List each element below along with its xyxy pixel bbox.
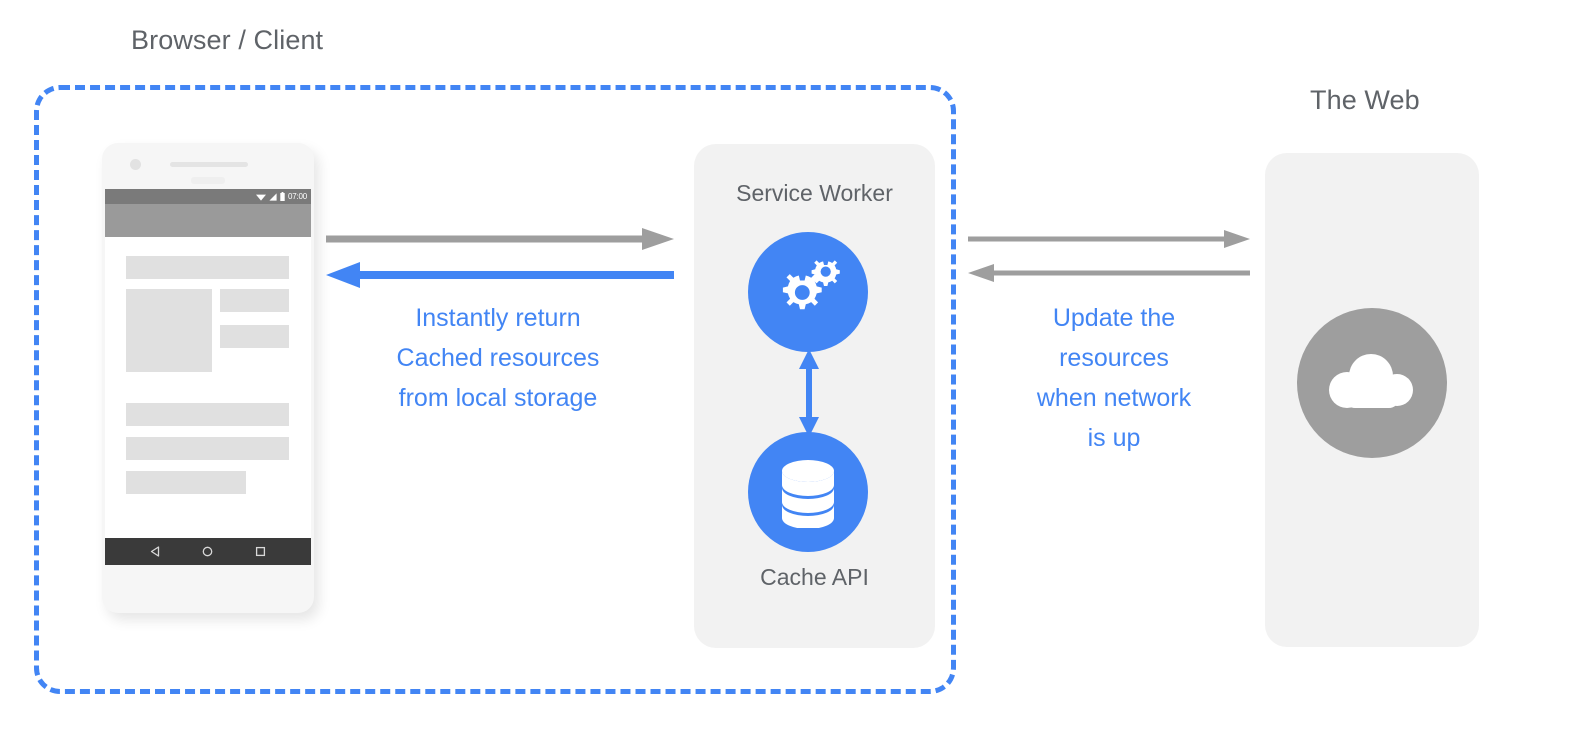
cloud-badge xyxy=(1297,308,1447,458)
browser-client-boundary xyxy=(34,85,956,694)
skeleton-bar xyxy=(220,325,289,348)
the-web-panel xyxy=(1265,153,1479,647)
signal-icon xyxy=(269,192,277,201)
phone-app-bar xyxy=(105,204,311,237)
phone-speaker-grille xyxy=(170,162,248,167)
arrow-service-worker-to-web xyxy=(968,230,1250,248)
skeleton-image-block xyxy=(126,289,212,372)
skeleton-bar xyxy=(126,403,289,426)
service-worker-label: Service Worker xyxy=(736,180,893,206)
cache-api-badge xyxy=(748,432,868,552)
phone-sensor-strip xyxy=(191,177,225,184)
cache-api-label: Cache API xyxy=(760,564,869,590)
phone-camera-icon xyxy=(130,159,141,170)
wifi-icon xyxy=(255,194,266,201)
phone-status-time: 07:00 xyxy=(287,191,307,201)
phone-status-bar: 07:00 xyxy=(105,189,311,204)
arrow-service-worker-to-client xyxy=(326,262,674,288)
home-icon[interactable] xyxy=(201,545,214,558)
caption-cached-resources: Instantly return Cached resources from l… xyxy=(396,304,600,412)
database-icon xyxy=(782,460,834,528)
skeleton-bar xyxy=(126,256,289,279)
the-web-title: The Web xyxy=(1310,85,1420,115)
service-worker-panel: Service Worker xyxy=(694,144,935,648)
arrow-web-to-service-worker xyxy=(968,264,1250,282)
skeleton-bar xyxy=(126,471,246,494)
skeleton-bar xyxy=(126,437,289,460)
browser-client-title: Browser / Client xyxy=(131,25,324,55)
phone-mockup: 07:00 xyxy=(102,143,314,613)
cloud-icon xyxy=(1329,354,1413,408)
gears-icon xyxy=(782,260,840,310)
phone-content-skeleton xyxy=(105,237,311,538)
back-icon[interactable] xyxy=(149,545,162,558)
caption-update-resources: Update the resources when network is up xyxy=(1036,304,1192,452)
service-worker-gears-badge xyxy=(748,232,868,352)
skeleton-bar xyxy=(220,289,289,312)
service-worker-cache-arrow xyxy=(799,349,819,437)
phone-navigation-bar xyxy=(105,538,311,565)
phone-screen: 07:00 xyxy=(105,189,311,565)
arrow-client-to-service-worker xyxy=(326,228,674,250)
recents-icon[interactable] xyxy=(254,545,267,558)
battery-icon xyxy=(280,192,285,201)
